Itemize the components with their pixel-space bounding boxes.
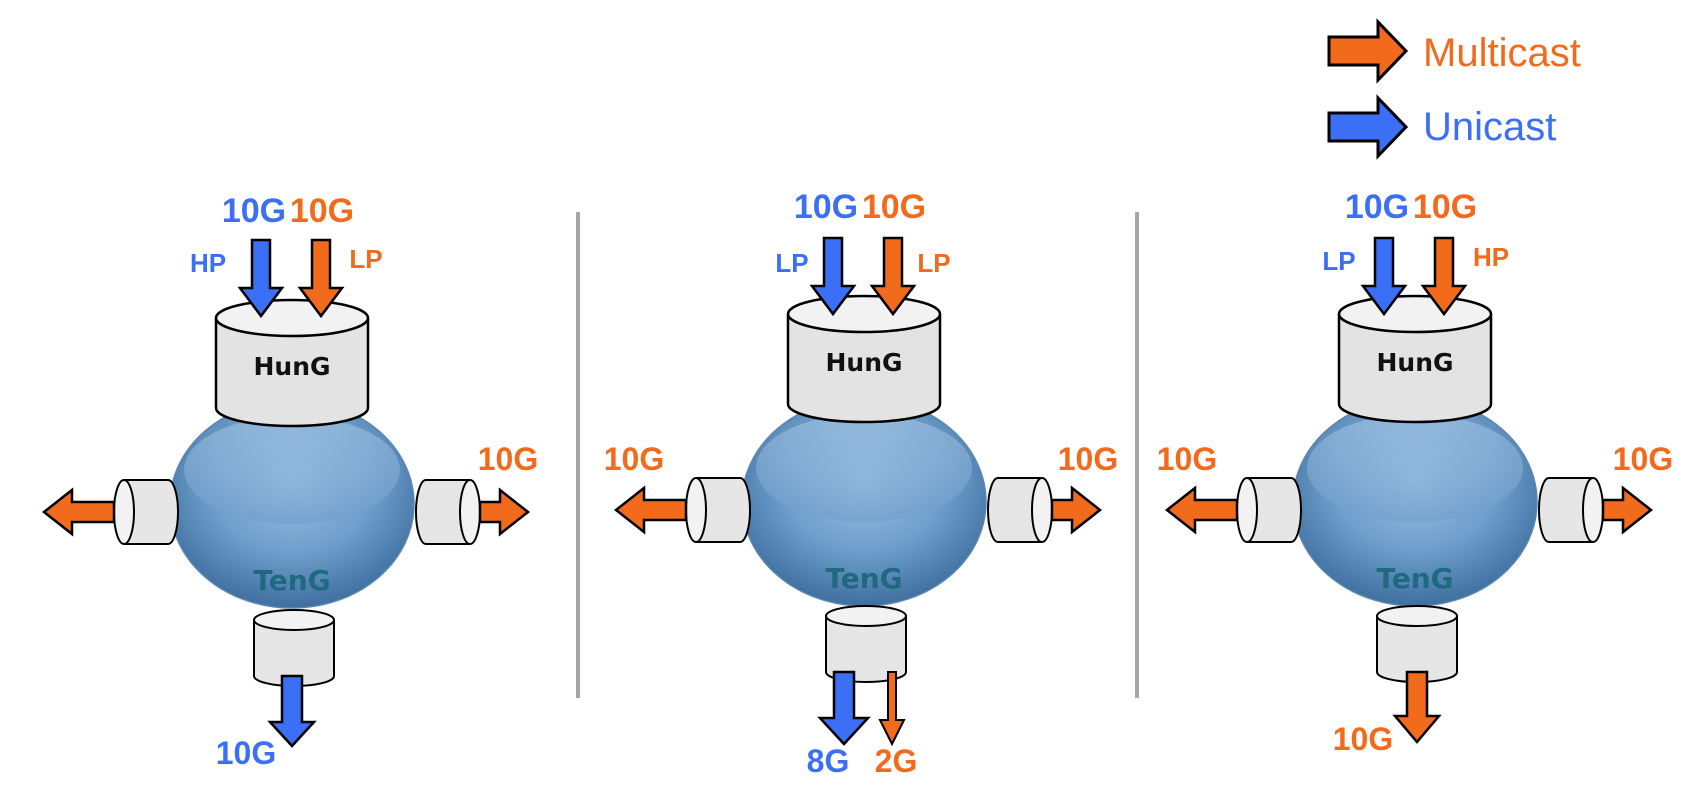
right-out-arrow (1601, 485, 1654, 535)
hung-label: HunG (1376, 348, 1453, 377)
out-left-rate: 10G (1157, 441, 1217, 477)
legend-multicast-label: Multicast (1423, 31, 1581, 75)
in-multicast-rate: 10G (862, 188, 926, 226)
hung-label: HunG (825, 348, 902, 377)
multicast-in-arrow (869, 236, 917, 317)
out-bottom-unicast-rate: 10G (216, 735, 276, 771)
teng-label: TenG (253, 564, 330, 597)
left-port (685, 477, 751, 543)
orange-arrow-icon (1327, 18, 1409, 84)
right-port (1538, 477, 1604, 543)
unicast-in-arrow (809, 236, 857, 317)
bottom-multicast-out-arrow (1392, 670, 1442, 744)
legend-unicast: Unicast (1327, 94, 1556, 160)
teng-label: TenG (1376, 562, 1453, 595)
unicast-in-arrow (1360, 236, 1408, 317)
in-unicast-rate: 10G (794, 188, 858, 226)
left-port (1236, 477, 1302, 543)
bottom-port (253, 609, 335, 687)
out-right-rate: 10G (478, 441, 538, 477)
in-unicast-rate: 10G (1345, 188, 1409, 226)
left-out-arrow (41, 487, 116, 537)
right-port (987, 477, 1053, 543)
right-out-arrow (478, 487, 531, 537)
bottom-port (1376, 605, 1458, 683)
bottom-unicast-out-arrow (817, 670, 871, 746)
out-right-rate: 10G (1058, 441, 1118, 477)
bottom-port (825, 605, 907, 683)
bottom-multicast-out-arrow (878, 671, 906, 747)
legend-unicast-label: Unicast (1423, 105, 1556, 149)
out-left-rate: 10G (604, 441, 664, 477)
bottom-unicast-out-arrow (267, 674, 317, 748)
in-multicast-priority: HP (1473, 242, 1509, 272)
in-multicast-rate: 10G (290, 192, 354, 230)
scenario-1: TenG HunG 10G 10G HP LP 10G 10G (41, 192, 538, 771)
hung-port: HunG (214, 298, 370, 428)
multicast-in-arrow (1420, 236, 1468, 317)
unicast-in-arrow (237, 238, 285, 319)
in-multicast-priority: LP (349, 244, 382, 274)
in-multicast-priority: LP (917, 248, 950, 278)
left-out-arrow (613, 485, 688, 535)
blue-arrow-icon (1327, 94, 1409, 160)
teng-router: TenG (741, 397, 987, 607)
right-port (415, 479, 481, 545)
in-unicast-rate: 10G (222, 192, 286, 230)
in-unicast-priority: LP (1322, 246, 1355, 276)
out-bottom-multicast-rate: 2G (875, 743, 918, 779)
teng-label: TenG (825, 562, 902, 595)
teng-router: TenG (1292, 397, 1538, 607)
out-bottom-unicast-rate: 8G (807, 743, 850, 779)
teng-router: TenG (169, 399, 415, 609)
legend-multicast: Multicast (1327, 18, 1581, 84)
multicast-in-arrow (297, 238, 345, 319)
right-out-arrow (1050, 485, 1103, 535)
hung-label: HunG (253, 352, 330, 381)
left-port (113, 479, 179, 545)
in-unicast-priority: HP (190, 248, 226, 278)
hung-port: HunG (786, 294, 942, 424)
in-multicast-rate: 10G (1413, 188, 1477, 226)
scenario-2: TenG HunG 10G 10G LP LP 10G 10G 8 (604, 188, 1118, 779)
legend: Multicast Unicast (1327, 18, 1581, 160)
left-out-arrow (1164, 485, 1239, 535)
hung-port: HunG (1337, 294, 1493, 424)
out-bottom-multicast-rate: 10G (1333, 721, 1393, 757)
scenario-3: TenG HunG 10G 10G LP HP 10G 10G 10G (1157, 188, 1673, 757)
in-unicast-priority: LP (775, 248, 808, 278)
out-right-rate: 10G (1613, 441, 1673, 477)
